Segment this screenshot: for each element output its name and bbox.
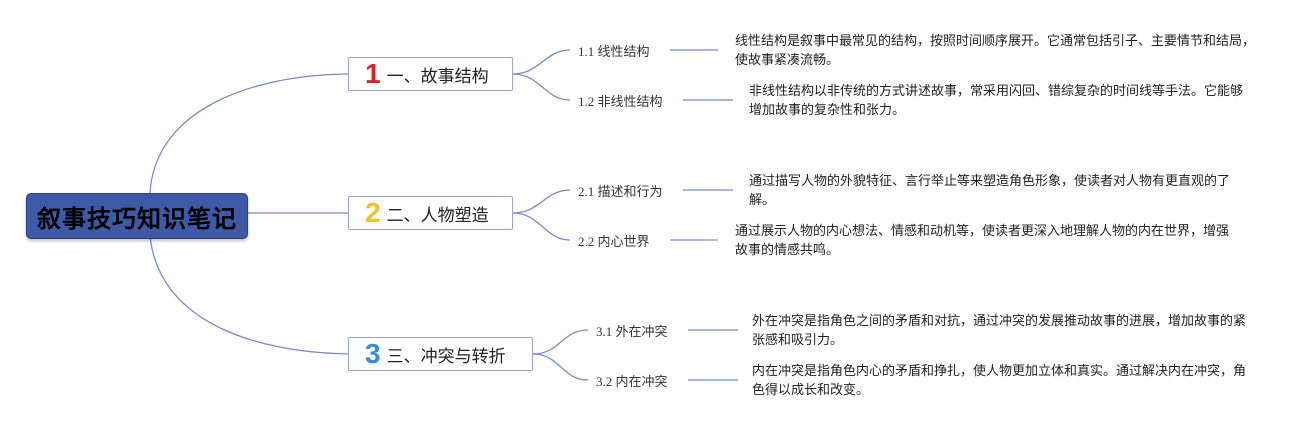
branch-label: 二、人物塑造 xyxy=(386,205,489,226)
subtopic-nonlinear-structure[interactable]: 1.2 非线性结构 xyxy=(578,94,663,109)
description-nonlinear-structure: 非线性结构以非传统的方式讲述故事，常采用闪回、错综复杂的时间线等手法。它能够增加… xyxy=(749,84,1244,118)
connector-b2-s2 xyxy=(512,212,571,241)
connector-root-branch1 xyxy=(149,73,349,194)
connector-b3-s2 xyxy=(532,353,589,381)
connector-root-branch3 xyxy=(149,236,349,355)
branch-story-structure[interactable]: 1 一、故事结构 xyxy=(348,57,513,91)
subtopic-external-conflict[interactable]: 3.1 外在冲突 xyxy=(596,324,668,339)
branch-label: 三、冲突与转折 xyxy=(386,346,506,367)
branch-conflict-twist[interactable]: 3 三、冲突与转折 xyxy=(348,337,533,371)
description-external-conflict: 外在冲突是指角色之间的矛盾和对抗，通过冲突的发展推动故事的进展，增加故事的紧张感… xyxy=(752,314,1247,348)
connector-b3-s1 xyxy=(532,329,589,355)
connector-b2-s1 xyxy=(512,189,571,214)
description-internal-conflict: 内在冲突是指角色内心的矛盾和挣扎，使人物更加立体和真实。通过解决内在冲突，角色得… xyxy=(752,364,1247,398)
subtopic-linear-structure[interactable]: 1.1 线性结构 xyxy=(578,44,650,59)
connector-b1-s1 xyxy=(512,49,571,75)
root-node[interactable]: 叙事技巧知识笔记 xyxy=(26,193,248,239)
subtopic-internal-conflict[interactable]: 3.2 内在冲突 xyxy=(596,374,668,389)
number-badge-1: 1 xyxy=(365,58,381,89)
description-linear-structure: 线性结构是叙事中最常见的结构，按照时间顺序展开。它通常包括引子、主要情节和结局，… xyxy=(735,34,1256,68)
description-inner-world: 通过展示人物的内心想法、情感和动机等，使读者更深入地理解人物的内在世界，增强故事… xyxy=(735,224,1230,258)
number-badge-2: 2 xyxy=(365,197,381,228)
subtopic-description-behavior[interactable]: 2.1 描述和行为 xyxy=(578,184,663,199)
subtopic-inner-world[interactable]: 2.2 内心世界 xyxy=(578,234,650,249)
branch-character-building[interactable]: 2 二、人物塑造 xyxy=(348,196,513,230)
number-badge-3: 3 xyxy=(365,338,381,369)
connector-b1-s2 xyxy=(512,73,571,101)
description-description-behavior: 通过描写人物的外貌特征、言行举止等来塑造角色形象，使读者对人物有更直观的了解。 xyxy=(749,174,1231,208)
branch-label: 一、故事结构 xyxy=(386,66,489,87)
root-title: 叙事技巧知识笔记 xyxy=(37,204,237,233)
